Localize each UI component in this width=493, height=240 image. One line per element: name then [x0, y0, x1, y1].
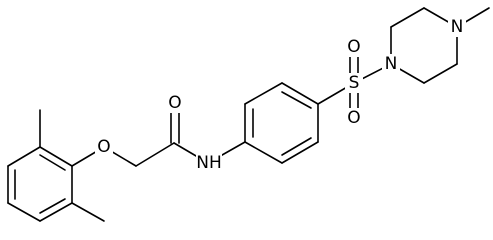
- bond: [244, 82, 283, 105]
- atom-oxygen-sulfonyl-bottom: O: [345, 108, 363, 128]
- atom-label-n-piperazine-4: N: [451, 17, 464, 37]
- atom-label-o-carbonyl: O: [168, 93, 181, 113]
- atom-label-o-sulfonyl-top: O: [347, 37, 360, 57]
- atom-oxygen-carbonyl: O: [166, 93, 184, 113]
- atom-oxygen-ether: O: [95, 137, 113, 157]
- bond: [39, 202, 73, 222]
- bond: [281, 82, 319, 105]
- bond-methyl-bottom: [71, 202, 105, 222]
- atom-label-layer: O O NH S O O N: [95, 17, 466, 173]
- bond: [281, 141, 319, 164]
- bond: [7, 202, 41, 222]
- structure-diagram: O O NH S O O N: [7, 7, 490, 222]
- bond-double-inner: [39, 198, 66, 214]
- bond: [390, 7, 425, 28]
- atom-label-o-sulfonyl-bottom: O: [347, 108, 360, 128]
- bond-double-inner: [281, 91, 312, 109]
- atom-label-o-ether: O: [97, 137, 110, 157]
- bond-double-inner: [281, 137, 312, 156]
- atom-oxygen-sulfonyl-top: O: [345, 37, 363, 57]
- molecule-drawing: O O NH S O O N: [7, 7, 490, 222]
- bond: [7, 146, 41, 167]
- bond: [244, 141, 283, 164]
- atom-label-nh: NH: [196, 153, 222, 173]
- atom-label-s: S: [349, 73, 360, 93]
- bond: [135, 142, 175, 167]
- bond-layer: [7, 7, 490, 222]
- atom-nitrogen-piperazine-1: N: [382, 54, 400, 74]
- bond: [39, 146, 73, 167]
- bond-double-inner: [39, 154, 66, 171]
- atom-label-n-piperazine-1: N: [385, 54, 398, 74]
- atom-sulfur: S: [345, 73, 363, 93]
- atom-amide-nh: NH: [196, 153, 222, 173]
- atom-nitrogen-piperazine-4: N: [448, 17, 466, 37]
- bond: [423, 63, 458, 84]
